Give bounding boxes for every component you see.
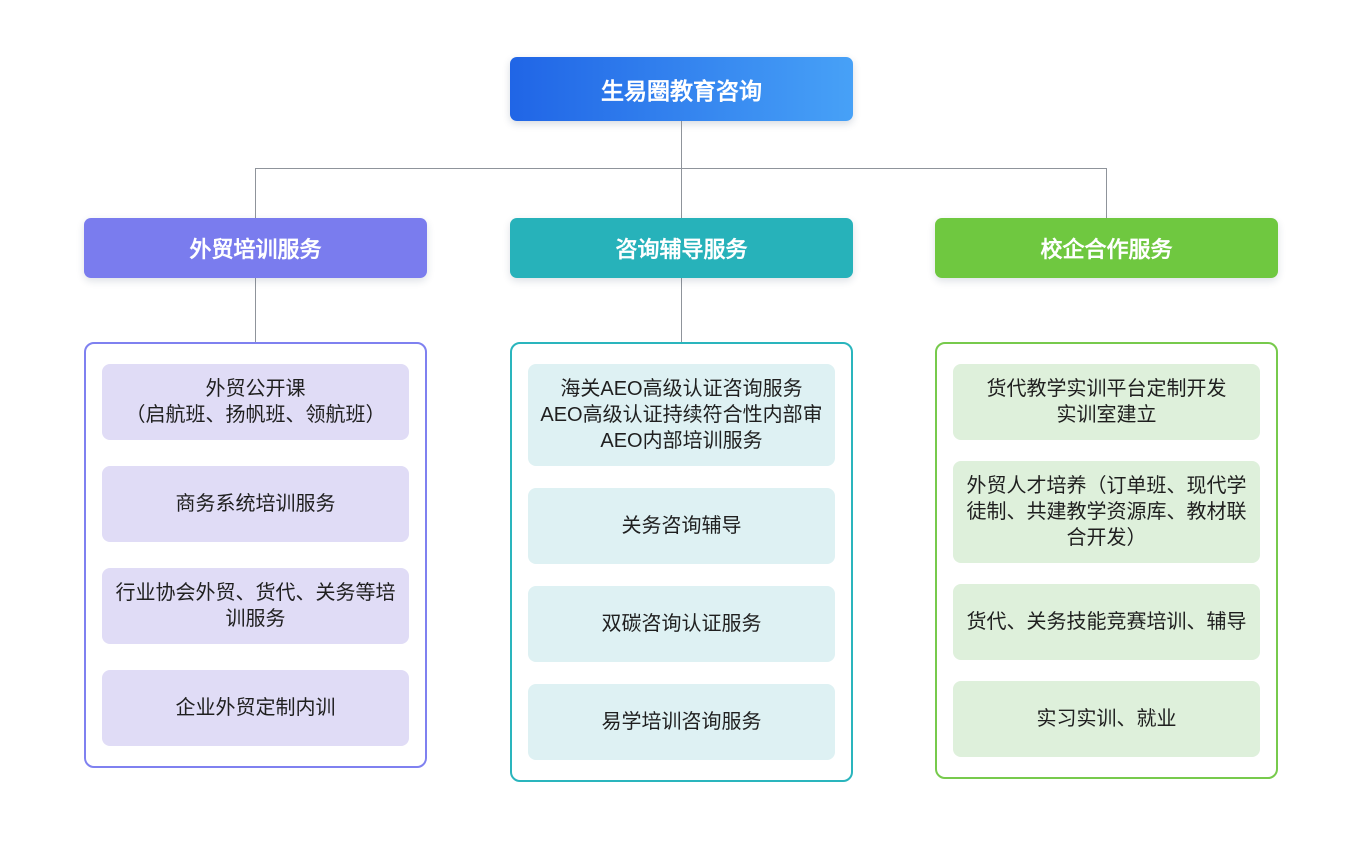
connector-drop-left (255, 168, 256, 218)
connector-drop-center (681, 168, 682, 218)
branch-header-consulting-coaching: 咨询辅导服务 (510, 218, 853, 278)
branch-header-label: 咨询辅导服务 (615, 237, 748, 262)
tree-leaf-item: 货代、关务技能竞赛培训、辅导 (953, 584, 1260, 660)
tree-leaf-item: 外贸公开课 （启航班、扬帆班、领航班） (102, 364, 409, 440)
root-node: 生易圈教育咨询 (510, 57, 853, 121)
tree-leaf-item: 企业外贸定制内训 (102, 670, 409, 746)
tree-leaf-item: 外贸人才培养（订单班、现代学徒制、共建教学资源库、教材联合开发） (953, 461, 1260, 563)
tree-leaf-item: 商务系统培训服务 (102, 466, 409, 542)
branch-header-foreign-trade-training: 外贸培训服务 (84, 218, 427, 278)
tree-leaf-item: 实习实训、就业 (953, 681, 1260, 757)
branch-box-school-enterprise: 货代教学实训平台定制开发 实训室建立 外贸人才培养（订单班、现代学徒制、共建教学… (935, 342, 1278, 779)
branch-header-school-enterprise: 校企合作服务 (935, 218, 1278, 278)
branch-box-foreign-trade-training: 外贸公开课 （启航班、扬帆班、领航班） 商务系统培训服务 行业协会外贸、货代、关… (84, 342, 427, 768)
root-node-label: 生易圈教育咨询 (601, 78, 762, 104)
branch-header-label: 校企合作服务 (1040, 237, 1173, 262)
connector-drop-right (1106, 168, 1107, 218)
connector-header-left-to-box (255, 278, 256, 342)
tree-leaf-item: 海关AEO高级认证咨询服务 AEO高级认证持续符合性内部审 AEO内部培训服务 (528, 364, 835, 466)
connector-header-center-to-box (681, 278, 682, 342)
tree-leaf-item: 关务咨询辅导 (528, 488, 835, 564)
tree-leaf-item: 货代教学实训平台定制开发 实训室建立 (953, 364, 1260, 440)
branch-header-label: 外贸培训服务 (189, 237, 322, 262)
tree-leaf-item: 行业协会外贸、货代、关务等培训服务 (102, 568, 409, 644)
tree-leaf-item: 易学培训咨询服务 (528, 684, 835, 760)
branch-box-consulting-coaching: 海关AEO高级认证咨询服务 AEO高级认证持续符合性内部审 AEO内部培训服务 … (510, 342, 853, 782)
tree-leaf-item: 双碳咨询认证服务 (528, 586, 835, 662)
connector-root-vertical (681, 121, 682, 168)
